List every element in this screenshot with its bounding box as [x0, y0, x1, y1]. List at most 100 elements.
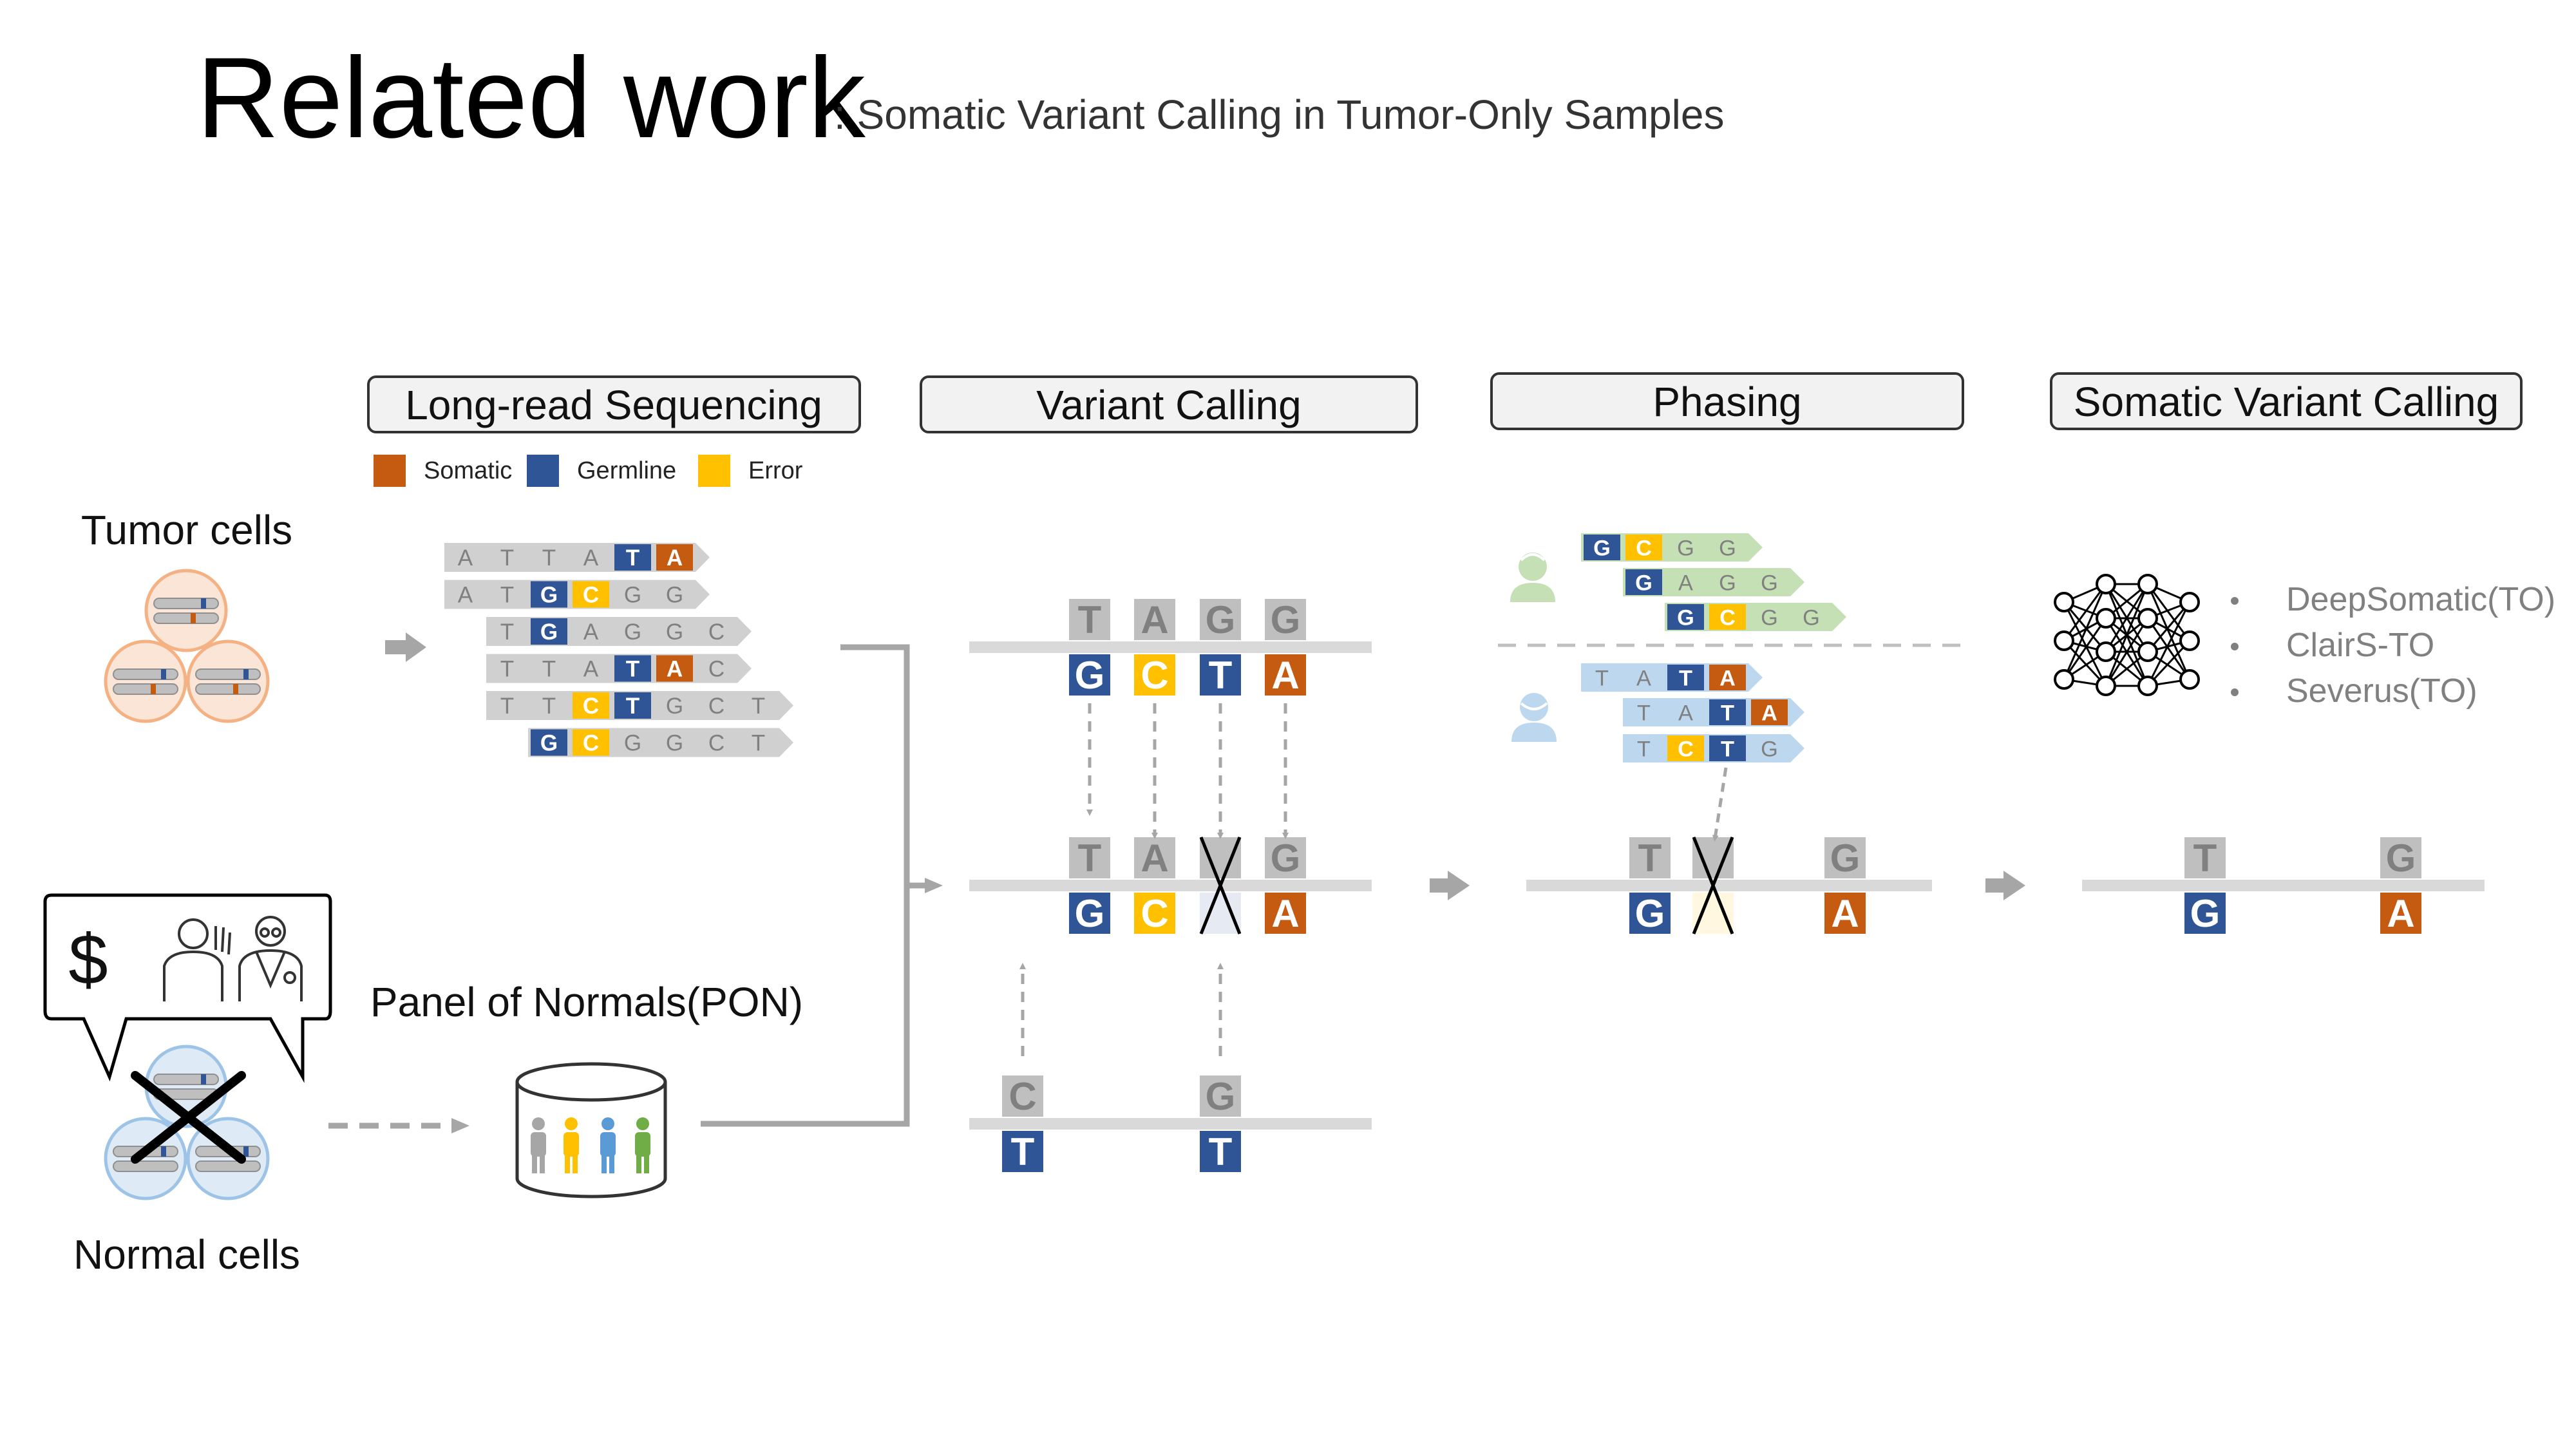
- nn-node: [2179, 630, 2200, 651]
- base-letter: T: [542, 545, 556, 571]
- phasing-dashed-arrow: [1712, 767, 1728, 842]
- alt-base-letter: G: [2190, 892, 2221, 935]
- arrow-to-variant-calling: [385, 632, 426, 662]
- alt-base-box: [2380, 893, 2421, 934]
- base-letter: C: [583, 694, 599, 719]
- legend-label-error: Error: [748, 457, 803, 484]
- nn-edge: [2146, 601, 2191, 652]
- legend-label-germline: Germline: [577, 457, 676, 484]
- stage-header-phasing: Phasing: [1490, 372, 1964, 430]
- ref-base-letter: T: [1078, 598, 1102, 641]
- base-letter: T: [1721, 737, 1734, 761]
- bullet: [2231, 688, 2239, 696]
- base-highlight: [531, 729, 567, 756]
- ref-base-letter: A: [1141, 598, 1168, 641]
- ref-base-letter: G: [1206, 1075, 1236, 1118]
- base-letter: G: [1677, 605, 1694, 630]
- tool-item: ClairS-TO: [2286, 627, 2434, 664]
- ref-base-letter: G: [1830, 837, 1861, 880]
- ref-base-letter: G: [1271, 837, 1301, 880]
- base-highlight: [614, 544, 651, 571]
- people-icons: [531, 1117, 650, 1173]
- alt-base-letter: C: [1141, 654, 1168, 697]
- alt-base-letter: T: [1011, 1130, 1035, 1173]
- alt-base-box: [1002, 1131, 1043, 1172]
- ref-base-letter: G: [1206, 598, 1236, 641]
- base-letter: C: [583, 731, 599, 756]
- base-letter: T: [542, 657, 556, 682]
- base-highlight: [656, 655, 693, 682]
- nn-edge: [2063, 618, 2107, 680]
- legend-swatch-germline: [527, 455, 559, 487]
- base-letter: G: [1635, 571, 1653, 595]
- base-letter: A: [1636, 666, 1651, 690]
- dollar-sign-icon: $: [68, 920, 108, 999]
- nn-edge: [2146, 618, 2191, 680]
- ref-base-box: [1265, 837, 1306, 878]
- alt-base-letter: T: [1209, 654, 1233, 697]
- base-letter: T: [1595, 666, 1609, 690]
- base-letter: G: [624, 620, 641, 645]
- read-bar: [1623, 568, 1804, 596]
- base-letter: T: [500, 545, 514, 571]
- nn-edge: [2063, 601, 2107, 652]
- alt-base-letter: G: [1635, 892, 1665, 935]
- alt-base-box: [1134, 893, 1175, 934]
- base-highlight: [531, 618, 567, 645]
- base-letter: C: [708, 731, 724, 756]
- page-title: Related work: [196, 33, 866, 162]
- nn-edge: [2063, 583, 2107, 641]
- base-letter: T: [500, 694, 514, 719]
- base-highlight: [1667, 665, 1704, 690]
- base-highlight: [1584, 535, 1620, 560]
- stage-header-sequencing: Long-read Sequencing: [367, 375, 861, 433]
- base-letter: A: [667, 657, 683, 682]
- base-letter: G: [1761, 571, 1778, 595]
- base-letter: G: [1719, 571, 1736, 595]
- base-highlight: [1625, 569, 1662, 595]
- patient-icon: [163, 918, 231, 1001]
- ref-base-box: [1200, 599, 1241, 640]
- tools-list: DeepSomatic(TO) ClairS-TO Severus(TO): [2231, 581, 2555, 710]
- alt-base-letter: C: [1141, 892, 1168, 935]
- base-letter: A: [1678, 701, 1693, 725]
- alt-base-letter: A: [2387, 892, 2414, 935]
- alt-base-box: [1265, 893, 1306, 934]
- nn-node: [2137, 574, 2158, 594]
- alt-base-letter: T: [1209, 1130, 1233, 1173]
- base-letter: G: [666, 583, 683, 608]
- base-highlight: [1709, 604, 1746, 630]
- legend-swatch-error: [698, 455, 730, 487]
- ref-base-box: [1134, 837, 1175, 878]
- person-icon-hap2: [1511, 693, 1557, 742]
- nn-edge: [2146, 583, 2191, 641]
- base-letter: A: [1719, 666, 1736, 690]
- nn-edge: [2105, 618, 2149, 687]
- tumor-cells-icon: [104, 569, 270, 723]
- base-letter: A: [583, 545, 599, 571]
- tumor-cells-label: Tumor cells: [81, 507, 292, 553]
- base-letter: A: [1761, 701, 1777, 725]
- arrow-to-somatic: [1985, 871, 2025, 900]
- base-letter: G: [1761, 605, 1778, 630]
- base-letter: A: [1678, 571, 1693, 595]
- base-letter: T: [1679, 666, 1692, 690]
- ref-base-letter: A: [1141, 837, 1168, 880]
- nn-edge: [2146, 583, 2191, 680]
- base-letter: G: [1719, 536, 1736, 560]
- base-letter: T: [1721, 701, 1734, 725]
- nn-node: [2179, 592, 2200, 612]
- base-letter: C: [1678, 737, 1694, 761]
- nn-node: [2179, 669, 2200, 690]
- base-letter: T: [542, 694, 556, 719]
- nn-node: [2096, 574, 2116, 594]
